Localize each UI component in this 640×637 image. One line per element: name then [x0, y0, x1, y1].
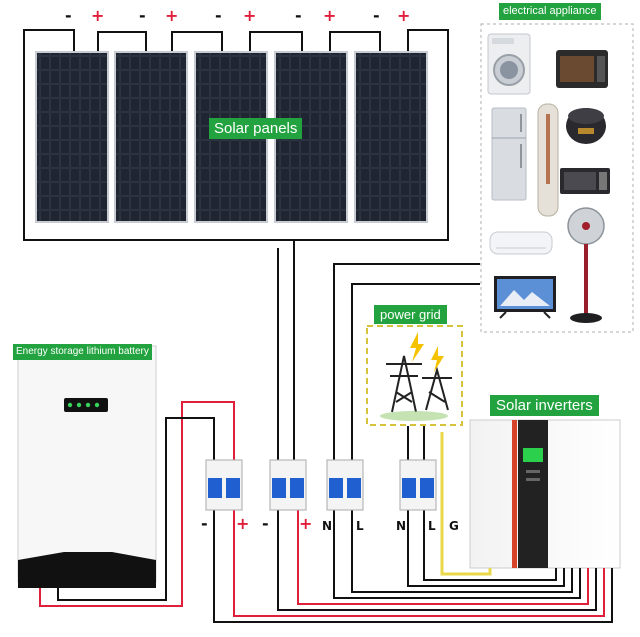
- panel4-positive-mark: +: [323, 6, 337, 25]
- microwave-icon: [560, 168, 610, 194]
- ac-breaker-load: [326, 459, 364, 511]
- electrical-appliance-label: electrical appliance: [499, 3, 601, 20]
- battery-breaker-positive-mark: +: [236, 514, 250, 533]
- fan-icon: [567, 207, 605, 323]
- panel5-negative-mark: -: [373, 6, 380, 25]
- power-grid-label: power grid: [374, 305, 447, 324]
- power-grid-box: [366, 325, 463, 426]
- battery-breaker-negative-mark: -: [201, 514, 208, 533]
- solar-panel: [114, 51, 188, 223]
- rice-cooker-icon: [566, 108, 606, 144]
- panel1-negative-mark: -: [65, 6, 72, 25]
- solar-panels-label: Solar panels: [209, 118, 303, 139]
- inverter-label: Solar inverters: [490, 395, 599, 416]
- grid-breaker-l-mark: L: [428, 519, 436, 533]
- appliance-wires: [333, 263, 480, 462]
- solar-panel: [274, 51, 348, 223]
- battery-wires: [39, 401, 235, 607]
- panel1-positive-mark: +: [91, 6, 105, 25]
- panel2-positive-mark: +: [165, 6, 179, 25]
- load-breaker-n-mark: N: [322, 519, 333, 533]
- dc-breaker-battery: [205, 459, 243, 511]
- pv-breaker-positive-mark: +: [299, 514, 313, 533]
- inverter-dc-ac-wires: [213, 432, 613, 623]
- refrigerator-icon: [491, 107, 527, 201]
- washing-machine-icon: [487, 33, 531, 95]
- solar-inverter: [469, 419, 621, 569]
- solar-panel: [35, 51, 109, 223]
- panel-series-wires: [23, 29, 449, 241]
- oven-icon: [556, 50, 608, 88]
- panel4-negative-mark: -: [295, 6, 302, 25]
- panel5-positive-mark: +: [397, 6, 411, 25]
- grid-ground: [380, 411, 448, 421]
- pv-breaker-negative-mark: -: [262, 514, 269, 533]
- dc-breaker-pv: [269, 459, 307, 511]
- grid-breaker-n-mark: N: [396, 519, 407, 533]
- grid-wires: [407, 426, 425, 462]
- load-breaker-l-mark: L: [356, 519, 364, 533]
- ac-breaker-grid: [399, 459, 437, 511]
- lithium-battery: [17, 345, 157, 588]
- panel2-negative-mark: -: [139, 6, 146, 25]
- television-icon: [494, 276, 556, 319]
- appliance-group-box: [480, 23, 634, 333]
- panel3-positive-mark: +: [243, 6, 257, 25]
- battery-label: Energy storage lithium battery: [13, 344, 152, 360]
- air-tower-icon: [537, 103, 559, 217]
- solar-panel: [354, 51, 428, 223]
- lightning-icon: [410, 332, 444, 372]
- transmission-tower-icon: [386, 355, 452, 413]
- ground-g-mark: G: [449, 519, 459, 533]
- panel3-negative-mark: -: [215, 6, 222, 25]
- air-conditioner-icon: [489, 231, 553, 255]
- solar-panel-array: [35, 51, 428, 223]
- pv-wires: [277, 240, 295, 462]
